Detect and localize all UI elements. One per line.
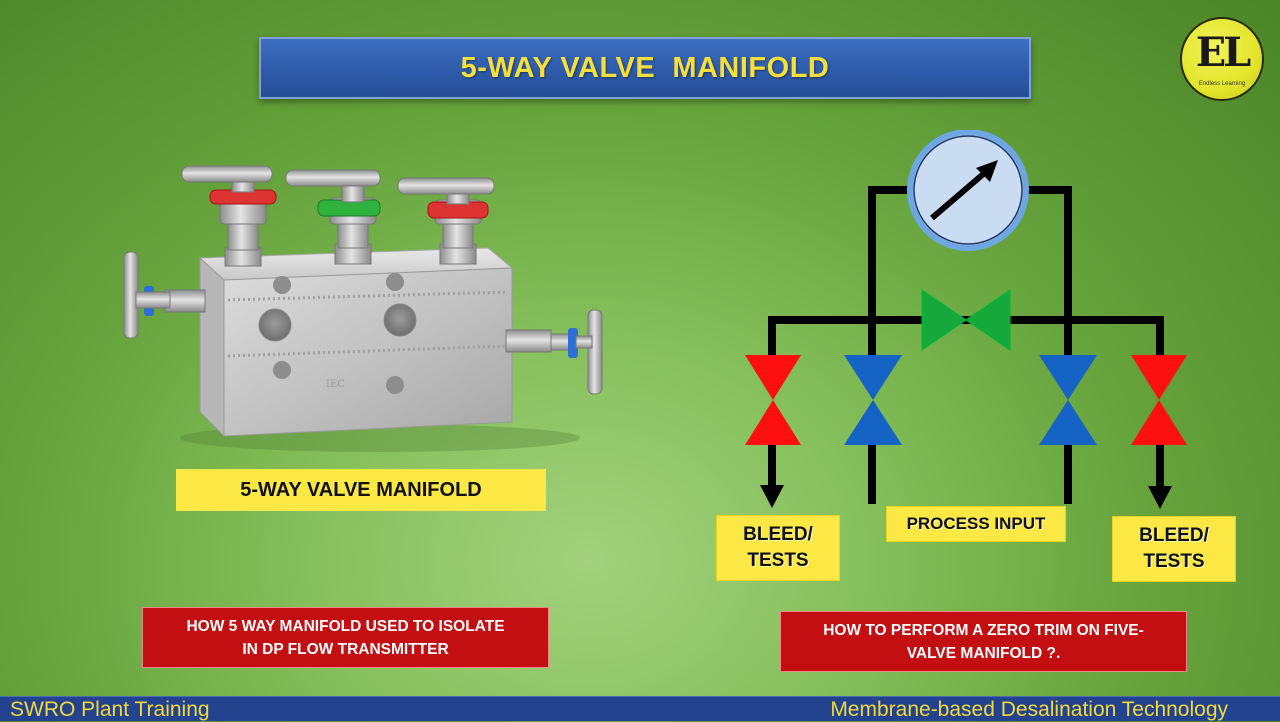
manifold-bolt-hole <box>273 276 291 294</box>
related-left-line-1: HOW 5 WAY MANIFOLD USED TO ISOLATE <box>186 617 505 635</box>
gauge-line-right <box>1022 186 1072 324</box>
right-valve-handle <box>587 309 603 395</box>
footer-topic: Membrane-based Desalination Technology <box>830 698 1228 721</box>
bleed-tests-label-right: BLEED/TESTS <box>1112 516 1236 582</box>
manifold-photo: IEC <box>123 165 603 452</box>
manifold-engraving <box>227 290 509 302</box>
manifold-port <box>258 308 292 342</box>
manifold-bolt-hole <box>386 376 404 394</box>
logo-initials: EL <box>1195 29 1252 76</box>
manifold-engraving-text: IEC <box>326 379 345 390</box>
manifold-schematic <box>745 130 1187 509</box>
manifold-port <box>383 303 417 337</box>
related-right-line-1: HOW TO PERFORM A ZERO TRIM ON FIVE- <box>823 621 1144 639</box>
left-valve-stem <box>164 289 206 313</box>
gauge-line-left <box>868 186 914 324</box>
right-valve-stem <box>505 329 552 353</box>
manifold-block-side <box>199 256 225 438</box>
page-title: 5-WAY VALVE MANIFOLD <box>460 51 830 84</box>
manifold-engraving <box>227 344 509 358</box>
manifold-bolt-hole <box>386 273 404 291</box>
manifold-header-line <box>768 316 1164 362</box>
footer-course-name: SWRO Plant Training <box>10 698 210 721</box>
isolation-valve-left-icon <box>844 355 902 445</box>
bleed-left-line-1: BLEED/ <box>743 524 813 545</box>
bleed-tests-label-left: BLEED/TESTS <box>716 515 840 581</box>
bleed-valve-right-icon <box>1131 355 1187 445</box>
top-valve-red-right <box>397 177 495 265</box>
manifold-bolt-hole <box>273 361 291 379</box>
logo-tagline: Endless Learning <box>1198 81 1246 87</box>
top-valve-red-left <box>181 165 277 267</box>
bleed-left-line-2: TESTS <box>747 550 809 571</box>
left-valve-body <box>135 291 171 309</box>
bleed-right-line-2: TESTS <box>1143 551 1205 572</box>
related-right-line-2: VALVE MANIFOLD ?. <box>906 644 1061 662</box>
equalizing-valve-icon <box>921 289 1011 351</box>
bleed-right-line-1: BLEED/ <box>1139 525 1209 546</box>
right-valve-spindle <box>575 335 593 349</box>
page-title-banner: 5-WAY VALVE MANIFOLD <box>259 37 1031 99</box>
footer-bar: SWRO Plant Training Membrane-based Desal… <box>0 696 1280 721</box>
pressure-gauge-icon <box>907 130 1029 251</box>
related-video-zero-trim-button[interactable]: HOW TO PERFORM A ZERO TRIM ON FIVE- VALVE… <box>780 611 1187 672</box>
process-input-label: PROCESS INPUT <box>886 506 1066 542</box>
bleed-arrow-right-icon <box>1148 486 1172 509</box>
bleed-valve-left-icon <box>745 355 801 445</box>
related-left-line-2: IN DP FLOW TRANSMITTER <box>242 640 449 658</box>
related-video-isolate-button[interactable]: HOW 5 WAY MANIFOLD USED TO ISOLATE IN DP … <box>142 607 549 668</box>
isolation-valve-right-icon <box>1039 355 1097 445</box>
manifold-caption: 5-WAY VALVE MANIFOLD <box>176 469 546 511</box>
process-input-text: PROCESS INPUT <box>906 514 1046 533</box>
channel-logo: EL Endless Learning <box>1180 17 1264 101</box>
top-valve-green-center <box>285 169 381 265</box>
bleed-arrow-left-icon <box>760 485 784 508</box>
